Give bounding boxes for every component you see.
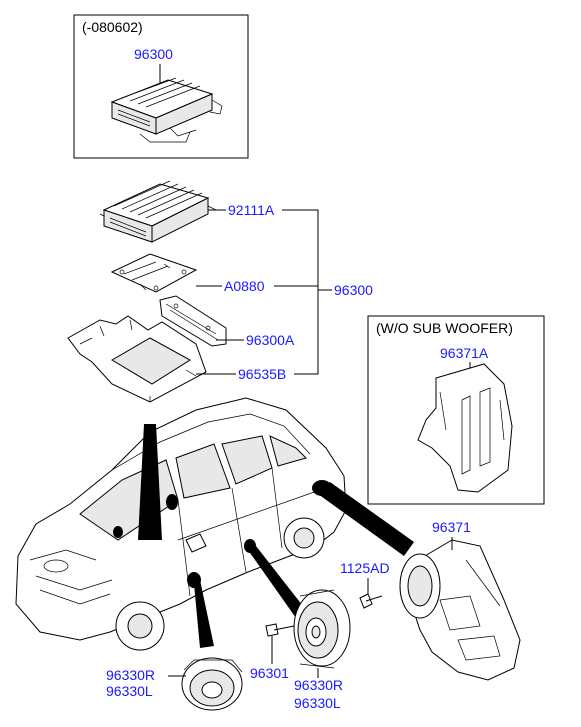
part-label-A0880: A0880: [224, 278, 265, 294]
front-speaker-drawing: [181, 657, 243, 711]
board-drawing: [110, 253, 198, 293]
top-inset-box: (-080602) 96300: [73, 14, 249, 159]
part-label-92111A: 92111A: [228, 202, 275, 218]
part-label-door-96330L: 96330L: [294, 695, 341, 711]
tray-96535B-drawing: [67, 315, 207, 403]
top-inset-header: (-080602): [82, 19, 143, 35]
amplifier-assembly: 92111A A0880 96300A 96535B 96300: [67, 180, 373, 403]
woofer-inset-part-label: 96371A: [440, 345, 489, 361]
woofer-inset-header: (W/O SUB WOOFER): [376, 320, 513, 336]
bolt-drawing: [359, 593, 383, 609]
part-label-1125AD: 1125AD: [340, 560, 390, 576]
sub-woofer-drawing: [399, 539, 521, 681]
amplifier-drawing: [99, 180, 217, 243]
door-speaker-drawing: [293, 589, 351, 669]
screw-drawing: [265, 623, 295, 637]
vehicle-drawing: [15, 397, 414, 651]
part-label-96301: 96301: [250, 665, 289, 681]
part-label-front-96330R: 96330R: [106, 667, 155, 683]
part-label-door-96330R: 96330R: [294, 677, 343, 693]
part-label-front-96330L: 96330L: [106, 683, 153, 699]
bracket-96300A-drawing: [155, 295, 227, 347]
woofer-inset-box: (W/O SUB WOOFER) 96371A: [367, 315, 545, 505]
part-label-96300A: 96300A: [246, 332, 295, 348]
top-inset-part-label: 96300: [134, 46, 173, 62]
group-label-96300: 96300: [334, 282, 373, 298]
amplifier-drawing-top: [110, 77, 223, 143]
woofer-cover-drawing: [417, 363, 513, 493]
part-label-96371: 96371: [432, 519, 471, 535]
part-label-96535B: 96535B: [238, 366, 286, 382]
